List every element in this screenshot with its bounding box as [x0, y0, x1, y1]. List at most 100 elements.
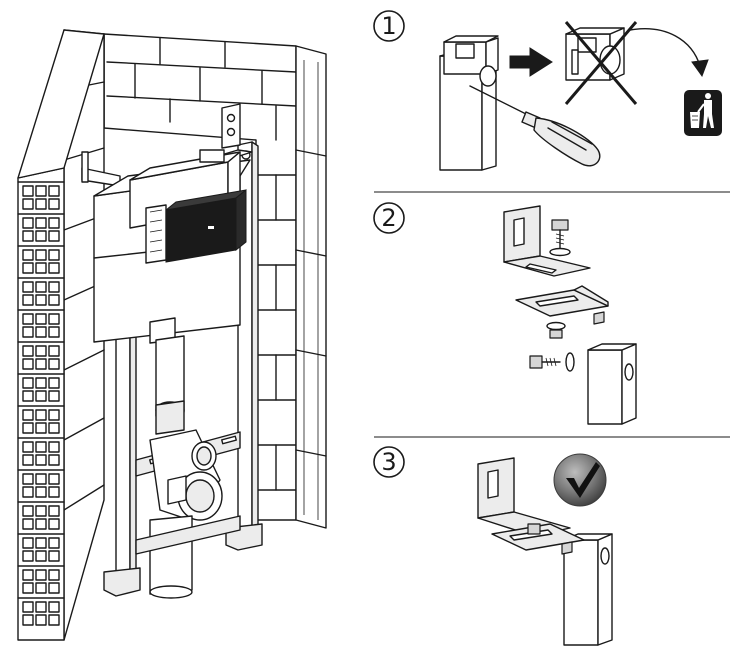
- block-hole: [35, 569, 47, 581]
- block-hole: [48, 569, 60, 581]
- block-hole: [22, 281, 34, 293]
- block-hole: [35, 198, 47, 210]
- block-hole: [35, 409, 47, 421]
- assembled-bracket: [477, 457, 585, 555]
- checkmark-icon: [553, 453, 607, 507]
- block-hole: [22, 537, 34, 549]
- block-hole: [35, 441, 47, 453]
- block-hole: [35, 230, 47, 242]
- block-hole: [35, 454, 47, 466]
- bolt-side: [529, 352, 575, 372]
- step-3-number: 3: [381, 448, 396, 476]
- block-hole: [22, 550, 34, 562]
- bolt-top: [549, 219, 571, 257]
- block-hole: [48, 313, 60, 325]
- block-hole: [22, 569, 34, 581]
- block-hole: [22, 582, 34, 594]
- block-hole: [22, 217, 34, 229]
- block-hole: [48, 377, 60, 389]
- block-hole: [22, 358, 34, 370]
- block-hole: [48, 518, 60, 530]
- block-hole: [22, 185, 34, 197]
- block-hole: [22, 518, 34, 530]
- right-arrow-icon: [509, 47, 553, 77]
- block-hole: [35, 486, 47, 498]
- block-hole: [48, 345, 60, 357]
- block-hole: [48, 409, 60, 421]
- block-hole: [35, 537, 47, 549]
- block-hole: [35, 262, 47, 274]
- step-2-marker: 2: [373, 202, 405, 234]
- block-hole: [48, 601, 60, 613]
- block-hole: [22, 454, 34, 466]
- block-hole: [48, 230, 60, 242]
- angle-bracket: [503, 205, 591, 277]
- block-hole: [48, 614, 60, 626]
- block-hole: [35, 422, 47, 434]
- step-1-number: 1: [381, 12, 396, 40]
- curved-arrow-icon: [629, 28, 709, 78]
- block-hole: [22, 326, 34, 338]
- block-hole: [35, 377, 47, 389]
- slotted-plate: [515, 285, 609, 325]
- wall-installation-illustration: [17, 29, 327, 641]
- block-hole: [22, 409, 34, 421]
- block-hole: [35, 601, 47, 613]
- block-hole: [35, 390, 47, 402]
- block-hole: [22, 505, 34, 517]
- block-hole: [48, 473, 60, 485]
- block-hole: [35, 345, 47, 357]
- flush-pipe: [155, 335, 185, 435]
- block-hole: [22, 390, 34, 402]
- top-wall-bracket: [221, 103, 241, 149]
- block-hole: [35, 473, 47, 485]
- block-hole: [48, 486, 60, 498]
- block-hole: [48, 198, 60, 210]
- block-hole: [35, 281, 47, 293]
- step-3: 3: [373, 446, 613, 646]
- washer-nut: [546, 321, 566, 339]
- block-hole: [35, 550, 47, 562]
- block-hole: [48, 326, 60, 338]
- block-hole: [22, 614, 34, 626]
- block-hole: [22, 441, 34, 453]
- block-hole: [22, 377, 34, 389]
- block-hole: [48, 505, 60, 517]
- waste-pipe-elbow: [149, 429, 223, 521]
- screwdriver-icon: [469, 85, 601, 167]
- block-hole: [48, 550, 60, 562]
- block-hole: [35, 185, 47, 197]
- block-hole: [48, 249, 60, 261]
- frame-post-step2: [587, 343, 637, 425]
- block-hole: [48, 390, 60, 402]
- step-3-marker: 3: [373, 446, 405, 478]
- block-hole: [22, 473, 34, 485]
- block-hole: [35, 249, 47, 261]
- block-hole: [35, 217, 47, 229]
- hollow-block-column: [17, 29, 105, 641]
- trash-bin-icon: [684, 90, 722, 136]
- block-hole: [48, 281, 60, 293]
- block-hole: [35, 358, 47, 370]
- block-hole: [22, 422, 34, 434]
- block-hole: [22, 249, 34, 261]
- block-hole: [48, 217, 60, 229]
- block-hole: [22, 486, 34, 498]
- step-2-number: 2: [381, 204, 396, 232]
- block-hole: [48, 582, 60, 594]
- block-hole: [22, 198, 34, 210]
- block-hole: [48, 262, 60, 274]
- block-hole: [35, 614, 47, 626]
- block-hole: [22, 230, 34, 242]
- block-hole: [48, 358, 60, 370]
- frame-post-step3: [563, 533, 613, 646]
- block-hole: [22, 262, 34, 274]
- block-hole: [35, 326, 47, 338]
- block-hole: [35, 582, 47, 594]
- block-hole: [22, 294, 34, 306]
- plastic-cap-box: [443, 35, 499, 87]
- block-hole: [35, 294, 47, 306]
- block-hole: [22, 601, 34, 613]
- frame-bottom-rail: [135, 515, 241, 555]
